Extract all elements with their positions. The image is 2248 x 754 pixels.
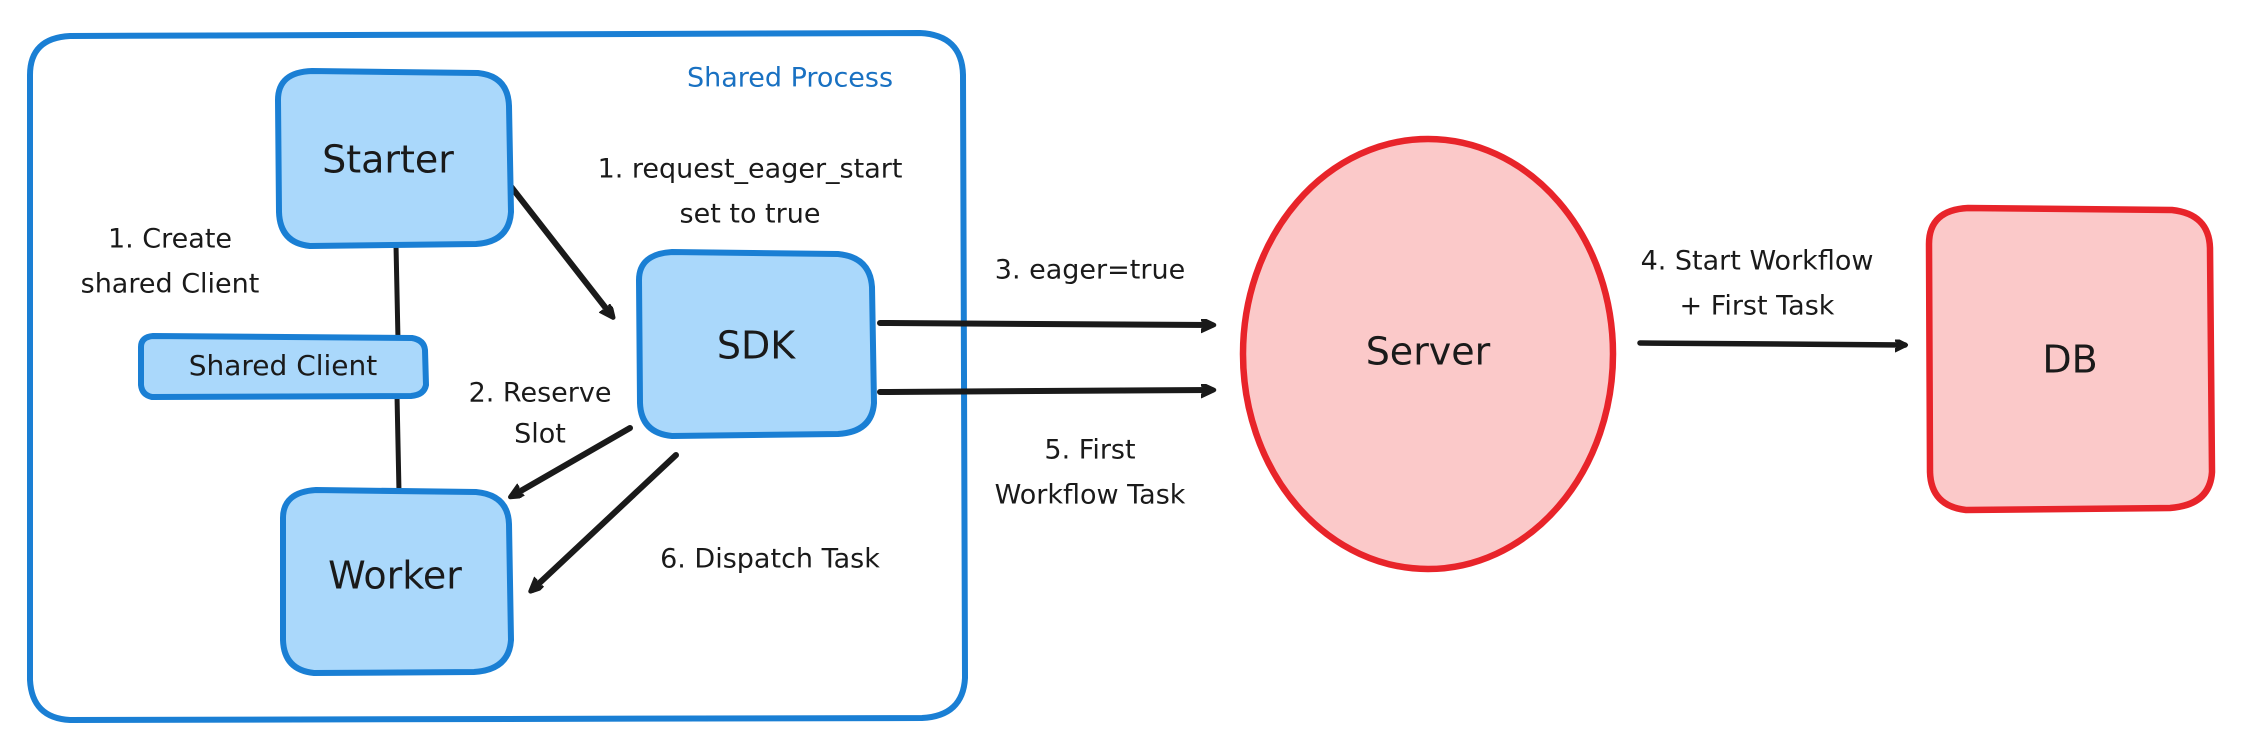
edge-label-create-shared-client: 1. Create shared Client — [81, 224, 260, 300]
edge-label-line-2: shared Client — [81, 269, 260, 300]
edge-label-line-1: 2. Reserve — [469, 378, 612, 409]
node-starter-label: Starter — [322, 138, 454, 182]
edge-label-request-eager-start: 1. request_eager_start set to true — [598, 154, 903, 230]
edge-dispatch-task — [532, 452, 679, 590]
edge-label-line-1: 4. Start Workflow — [1641, 246, 1874, 277]
node-starter[interactable]: Starter — [275, 68, 514, 249]
edge-label-line-1: 1. request_eager_start — [598, 154, 903, 185]
node-sdk[interactable]: SDK — [636, 249, 877, 439]
node-shared-client[interactable]: Shared Client — [138, 333, 429, 400]
edge-label-reserve-slot: 2. Reserve Slot — [469, 378, 612, 450]
edge-reserve-slot — [512, 425, 633, 496]
shared-process-group: Shared Process — [27, 30, 968, 723]
edge-eager-true — [877, 323, 1212, 325]
edge-label-line-2: + First Task — [1680, 291, 1835, 322]
node-server[interactable]: Server — [1239, 135, 1617, 573]
edge-start-workflow-first-task — [1637, 343, 1905, 345]
node-worker-label: Worker — [328, 554, 462, 598]
node-worker[interactable]: Worker — [280, 487, 514, 676]
edge-first-workflow-task — [877, 390, 1212, 392]
edge-label-line-1: 5. First — [1044, 435, 1135, 466]
edge-request-eager-start — [495, 167, 612, 316]
edge-label-line-1: 3. eager=true — [995, 255, 1185, 286]
edge-label-first-workflow-task: 5. First Workflow Task — [995, 435, 1186, 511]
edge-label-line-2: Workflow Task — [995, 480, 1186, 511]
edge-label-eager-true: 3. eager=true — [995, 255, 1185, 286]
edge-label-start-workflow-first-task: 4. Start Workflow + First Task — [1641, 246, 1874, 322]
node-server-label: Server — [1366, 330, 1491, 374]
node-shared-client-label: Shared Client — [189, 349, 378, 382]
node-db-label: DB — [2042, 338, 2097, 382]
node-db[interactable]: DB — [1925, 204, 2216, 514]
edge-label-line-1: 1. Create — [108, 224, 232, 255]
edge-create-shared-client — [393, 242, 402, 495]
edge-label-line-1: 6. Dispatch Task — [660, 544, 880, 575]
edge-label-dispatch-task: 6. Dispatch Task — [660, 544, 880, 575]
edge-label-line-2: Slot — [514, 419, 566, 450]
shared-process-label: Shared Process — [687, 63, 893, 94]
node-sdk-label: SDK — [717, 324, 796, 368]
edge-label-line-2: set to true — [680, 199, 821, 230]
